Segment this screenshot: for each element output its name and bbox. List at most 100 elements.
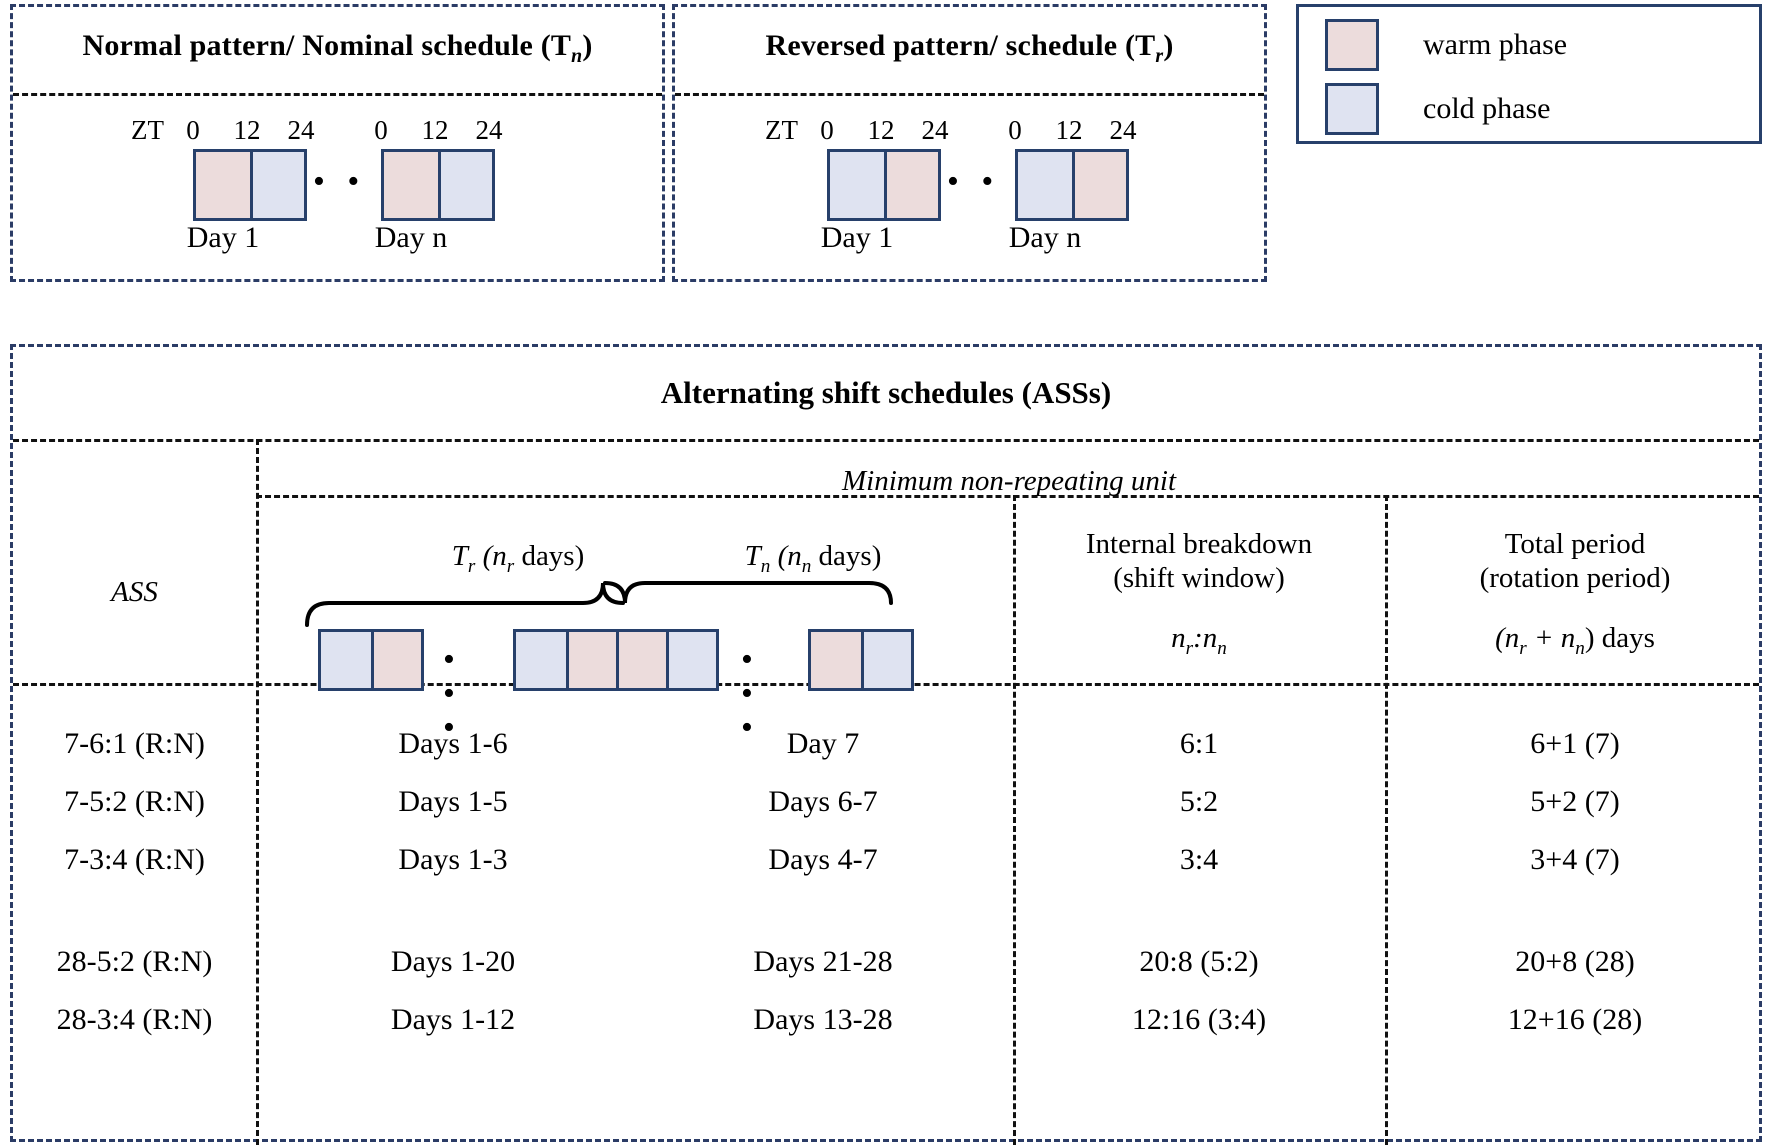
legend-item-cold: cold phase: [1325, 83, 1550, 135]
day-label-reversed-last: Day n: [1008, 221, 1082, 254]
table-row: 12+16 (28): [1507, 1003, 1643, 1036]
day-block-reversed-last: [1015, 149, 1129, 221]
normal-pattern-title: Normal pattern/ Nominal schedule (Tn): [13, 29, 662, 68]
tick-0-reversed-day1: 0: [820, 115, 834, 145]
col-header-internal: Internal breakdown (shift window) nr:nn: [1013, 527, 1385, 661]
tr-days-open: (nr: [475, 540, 515, 577]
cold-phase-cell: [250, 152, 304, 218]
legend-item-warm: warm phase: [1325, 19, 1567, 71]
tick-12-reversed-day1: 12: [867, 115, 895, 145]
tn-days-tail: days): [811, 540, 882, 572]
col-header-tr: Tr (nr days): [368, 539, 668, 578]
unit-block-first: [318, 629, 424, 691]
day-block-normal-first: [193, 149, 307, 221]
table-row: 28-5:2 (R:N): [56, 945, 213, 978]
tick-24-normal-day1: 24: [287, 115, 315, 145]
ellipsis-unit-right: • • •: [741, 641, 760, 746]
cold-phase-cell: [516, 632, 566, 688]
day-label-normal-last: Day n: [374, 221, 448, 254]
table-row: 7-3:4 (R:N): [64, 843, 205, 876]
tick-24-normal-dayn: 24: [475, 115, 503, 145]
internal-line2: (shift window): [1113, 562, 1285, 595]
panel-divider: [675, 93, 1264, 96]
table-row: 20+8 (28): [1515, 945, 1635, 978]
brace-group: [305, 581, 893, 627]
zt-label-reversed: ZT: [765, 115, 798, 145]
table-row: Days 1-12: [390, 1003, 516, 1036]
table-row: Days 1-6: [398, 727, 508, 760]
unit-block-middle: [513, 629, 719, 691]
table-row: Days 1-3: [398, 843, 508, 876]
ass-title-divider: [13, 439, 1759, 442]
table-row: Days 4-7: [768, 843, 878, 876]
normal-pattern-panel: Normal pattern/ Nominal schedule (Tn) ZT…: [10, 4, 665, 282]
warm-phase-cell: [566, 632, 616, 688]
tick-0-normal-day1: 0: [186, 115, 200, 145]
ellipsis-reversed: • • •: [947, 163, 1035, 200]
table-row: 20:8 (5:2): [1139, 945, 1259, 978]
col-header-total: Total period (rotation period) (nr + nn)…: [1385, 527, 1765, 661]
brace-left-icon: [305, 582, 625, 627]
table-row: 7-5:2 (R:N): [64, 785, 205, 818]
legend-label-warm: warm phase: [1423, 28, 1568, 61]
panel-divider: [13, 93, 662, 96]
normal-pattern-title-paren: ): [582, 29, 593, 62]
cold-phase-cell: [1018, 152, 1072, 218]
brace-right-icon: [603, 581, 893, 605]
cold-phase-cell: [861, 632, 911, 688]
day-label-normal-first: Day 1: [186, 221, 260, 254]
table-row: Days 6-7: [768, 785, 878, 818]
tn-symbol: Tn: [744, 540, 771, 577]
total-line2: (rotation period): [1479, 562, 1671, 595]
table-row: 3+4 (7): [1530, 843, 1620, 876]
table-row: 3:4: [1179, 843, 1219, 876]
table-row: 5+2 (7): [1530, 785, 1620, 818]
minimum-unit-header: Minimum non-repeating unit: [842, 465, 1176, 497]
day-label-reversed-first: Day 1: [820, 221, 894, 254]
warm-phase-cell: [196, 152, 250, 218]
ellipsis-unit-left: • • •: [443, 641, 462, 746]
reversed-pattern-title-symbol: r: [1155, 45, 1164, 67]
table-row: Days 1-5: [398, 785, 508, 818]
ass-table: Alternating shift schedules (ASSs) Minim…: [10, 344, 1765, 1145]
unit-block-last: [808, 629, 914, 691]
warm-phase-cell: [371, 632, 421, 688]
internal-formula: nr:nn: [1171, 622, 1227, 660]
reversed-pattern-title: Reversed pattern/ schedule (Tr): [675, 29, 1264, 68]
normal-pattern-title-text: Normal pattern/ Nominal schedule (T: [82, 29, 572, 62]
tick-24-reversed-day1: 24: [921, 115, 949, 145]
tick-0-reversed-dayn: 0: [1008, 115, 1022, 145]
table-row: Days 13-28: [753, 1003, 893, 1036]
tr-days-tail: days): [514, 540, 585, 572]
warm-phase-cell: [811, 632, 861, 688]
day-block-normal-last: [381, 149, 495, 221]
reversed-pattern-title-text: Reversed pattern/ schedule (T: [765, 29, 1156, 62]
table-row: Days 21-28: [753, 945, 893, 978]
zt-label-normal: ZT: [131, 115, 164, 145]
tr-symbol: Tr: [451, 540, 476, 577]
internal-line1: Internal breakdown: [1085, 528, 1313, 560]
tick-12-reversed-dayn: 12: [1055, 115, 1083, 145]
table-row: 6:1: [1179, 727, 1219, 760]
tick-24-reversed-dayn: 24: [1109, 115, 1137, 145]
total-line1: Total period: [1504, 528, 1646, 560]
tn-days-open: (nn: [770, 540, 812, 577]
table-row: Days 1-20: [390, 945, 516, 978]
legend-label-cold: cold phase: [1423, 92, 1551, 125]
table-row: 6+1 (7): [1530, 727, 1620, 760]
legend-box: warm phase cold phase: [1296, 4, 1762, 144]
ellipsis-normal: • • •: [313, 163, 401, 200]
minimum-unit-divider: [256, 495, 1759, 498]
cold-phase-cell: [666, 632, 716, 688]
table-row: 7-6:1 (R:N): [64, 727, 205, 760]
warm-phase-cell: [884, 152, 938, 218]
tick-0-normal-dayn: 0: [374, 115, 388, 145]
total-formula: (nr + nn) days: [1495, 622, 1655, 660]
col-sep-internal: [1013, 495, 1016, 1145]
warm-swatch-icon: [1325, 19, 1379, 71]
cold-swatch-icon: [1325, 83, 1379, 135]
col-header-ass: ASS: [111, 576, 158, 608]
warm-phase-cell: [616, 632, 666, 688]
table-row: Day 7: [786, 727, 860, 760]
tick-12-normal-dayn: 12: [421, 115, 449, 145]
